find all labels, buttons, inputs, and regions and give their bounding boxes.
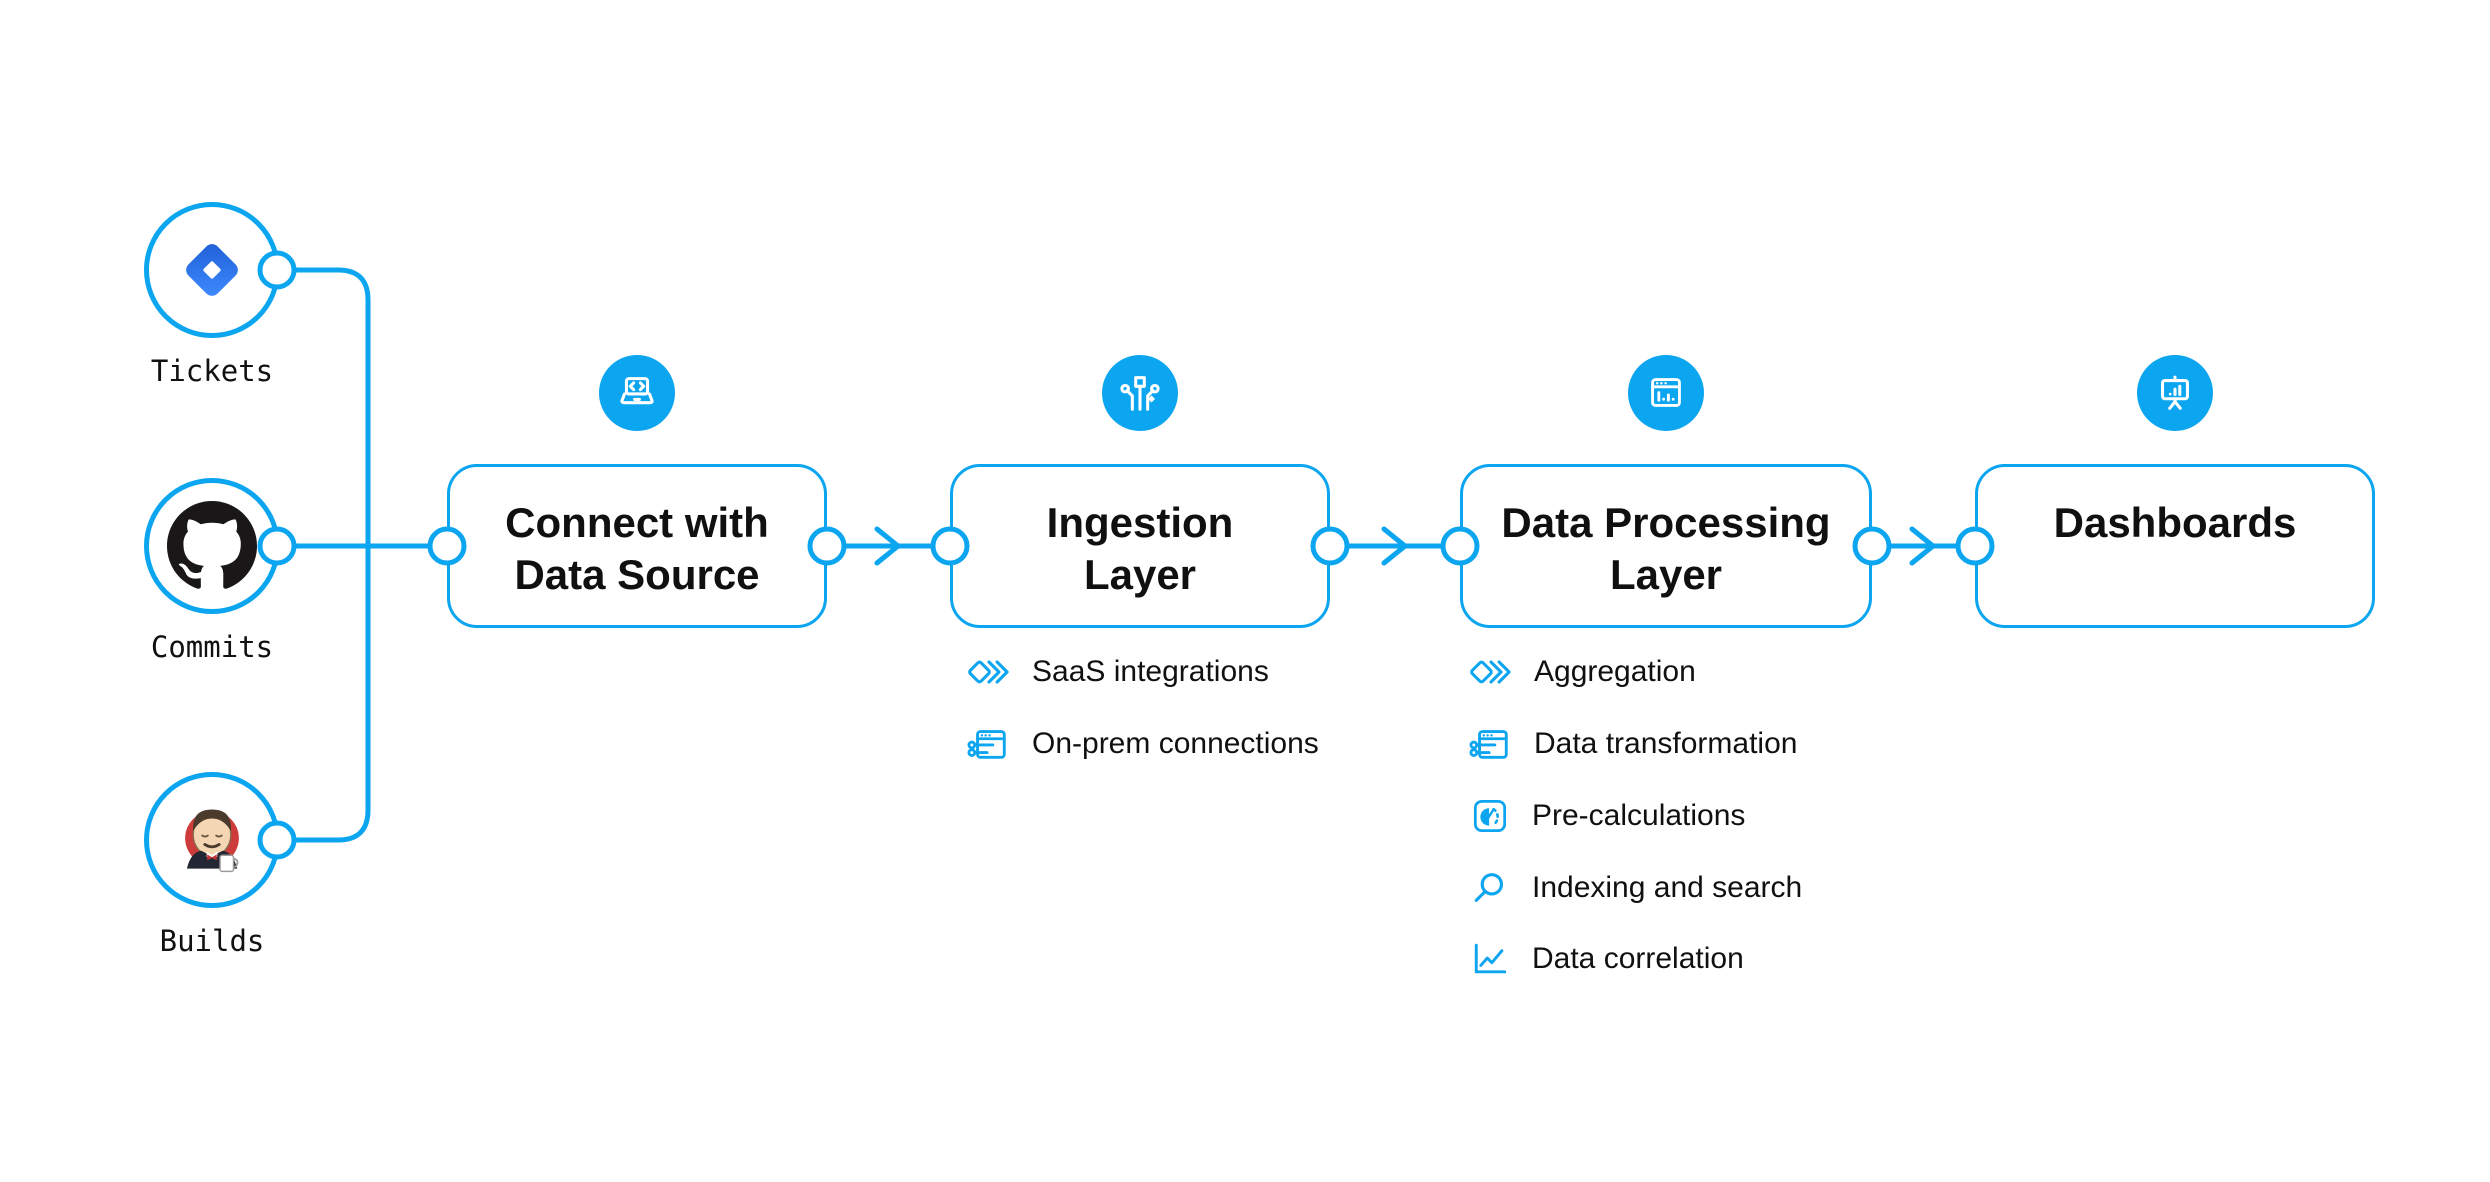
stage-icon-processing [1628, 355, 1704, 431]
stage-title: Dashboards [2053, 499, 2297, 546]
source-node-builds [144, 772, 280, 908]
source-label-commits: Commits [150, 630, 274, 664]
presentation-chart-icon [2161, 375, 2189, 410]
feature-label: On-prem connections [1032, 727, 1319, 760]
diamond-chevrons-icon [968, 660, 1009, 684]
laptop-code-icon [620, 377, 654, 405]
feature-item: Indexing and search [1468, 866, 1802, 910]
arrow-chevron-3 [1909, 526, 1937, 566]
stage-icon-dashboards [2137, 355, 2213, 431]
line-chart-icon [1474, 943, 1507, 974]
gauge-icon [1473, 799, 1507, 833]
source-label-builds: Builds [159, 924, 265, 958]
feature-item: Aggregation [1468, 650, 1696, 694]
stage-icon-ingestion [1102, 355, 1178, 431]
source-label-tickets: Tickets [150, 354, 274, 388]
tickets-connector-line [274, 267, 371, 549]
feature-item: Pre-calculations [1468, 794, 1745, 838]
feature-item: Data correlation [1468, 937, 1744, 981]
stage-icon-connect [599, 355, 675, 431]
feature-item: On-prem connections [966, 722, 1319, 766]
window-sliders-icon [967, 730, 1006, 759]
source-node-commits [144, 478, 280, 614]
feature-label: Data transformation [1534, 727, 1798, 760]
feature-label: Data correlation [1532, 942, 1744, 975]
window-chart-icon [1651, 378, 1681, 407]
feature-label: Pre-calculations [1532, 799, 1746, 832]
feature-label: Indexing and search [1532, 871, 1803, 904]
feature-item: SaaS integrations [966, 650, 1269, 694]
source-node-tickets [144, 202, 280, 338]
feature-label: SaaS integrations [1032, 655, 1269, 688]
jenkins-icon [185, 809, 239, 873]
feature-label: Aggregation [1534, 655, 1696, 688]
diamond-chevrons-icon [1470, 660, 1511, 684]
stage-box-dashboards: Dashboards [1975, 464, 2375, 628]
jira-icon [186, 244, 238, 296]
data-ingest-icon [1120, 376, 1160, 411]
window-sliders-icon [1469, 730, 1508, 759]
builds-connector-line [274, 543, 371, 843]
github-icon [167, 501, 257, 589]
feature-item: Data transformation [1468, 722, 1797, 766]
arrow-chevron-2 [1381, 526, 1409, 566]
search-icon [1474, 873, 1504, 902]
arrow-chevron-1 [874, 526, 902, 566]
